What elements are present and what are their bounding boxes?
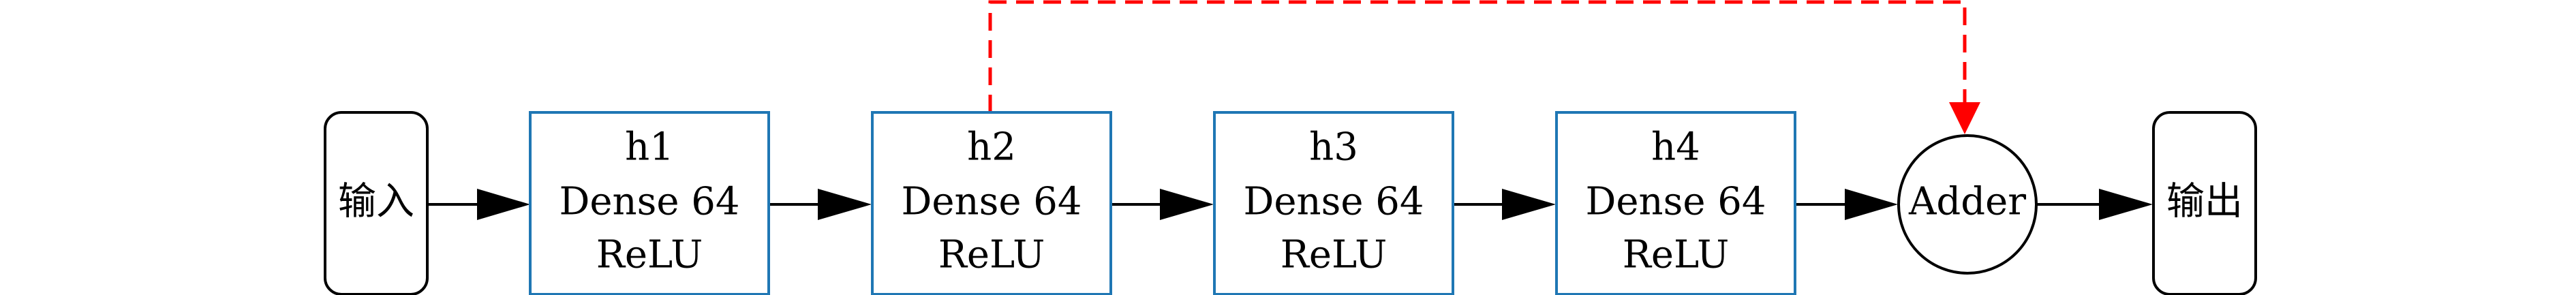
edge-adder-output	[2036, 189, 2153, 220]
output-label: 输出	[2166, 180, 2243, 224]
adder-label: Adder	[1908, 180, 2026, 224]
edge-input-h1	[427, 189, 530, 220]
layer-h4-type: Dense 64	[1585, 180, 1766, 224]
layer-h4: h4 Dense 64 ReLU	[1555, 111, 1796, 295]
layer-h1-activation: ReLU	[596, 233, 703, 277]
input-node: 输入	[324, 111, 429, 295]
layer-h3-type: Dense 64	[1243, 180, 1424, 224]
edge-h1-h2	[769, 189, 872, 220]
layer-h1: h1 Dense 64 ReLU	[529, 111, 770, 295]
skip-connection	[988, 0, 1980, 134]
adder-node: Adder	[1897, 134, 2038, 275]
edge-h3-h4	[1453, 189, 1556, 220]
forward-edges	[427, 189, 2153, 220]
skip-connection-arrowhead	[1949, 102, 1980, 134]
layer-h2-name: h2	[967, 125, 1016, 170]
edge-h2-h3	[1111, 189, 1214, 220]
output-node: 输出	[2152, 111, 2257, 295]
layer-h2-activation: ReLU	[938, 233, 1045, 277]
input-label: 输入	[338, 180, 414, 224]
layer-h3: h3 Dense 64 ReLU	[1213, 111, 1454, 295]
layer-h3-name: h3	[1309, 125, 1358, 170]
layer-h4-activation: ReLU	[1623, 233, 1730, 277]
layer-h1-type: Dense 64	[559, 180, 739, 224]
layer-h2: h2 Dense 64 ReLU	[871, 111, 1112, 295]
layer-h1-name: h1	[625, 125, 674, 170]
skip-connection-line	[988, 0, 1967, 112]
edge-h4-adder	[1795, 189, 1898, 220]
layer-h2-type: Dense 64	[901, 180, 1082, 224]
layer-h3-activation: ReLU	[1281, 233, 1387, 277]
layer-h4-name: h4	[1651, 125, 1700, 170]
